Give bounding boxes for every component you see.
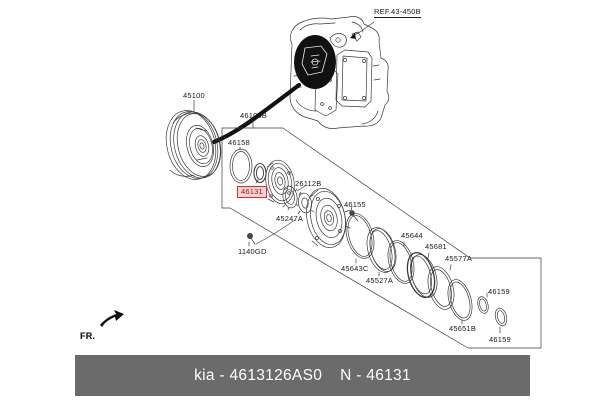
part-45247a-thrust-washer [282,185,299,209]
ring-stack [345,213,473,321]
part-46159-upper-ring [477,296,489,314]
label-1140gd: 1140GD [238,247,267,256]
label-45527a: 45527A [366,276,394,285]
part-46131-seal [253,162,267,184]
part-1140gd-bolt [247,233,256,245]
part-number-banner: kia - 4613126AS0 N - 46131 [75,355,530,396]
label-fr-orientation: FR. [80,331,96,341]
part-45577a-ring [427,266,455,310]
housing-leader-line [211,82,302,145]
detail-box-outline [221,127,542,349]
bell-housing-opening [294,35,336,89]
banner-brand-part: kia - 4613126AS0 [194,366,323,384]
label-45643c: 45643C [341,264,369,273]
part-45651b-ring [447,279,473,321]
label-46159-lower: 46159 [489,335,511,344]
part-45527a-ring [366,227,397,273]
label-45644: 45644 [401,231,423,240]
part-46158-oring [229,148,253,184]
label-ref-43-450b: REF.43-450B [374,7,421,18]
label-45681: 45681 [425,242,447,251]
part-26112b-pump-housing [265,159,295,205]
flywheel-drawing [165,110,222,180]
label-46159-upper: 46159 [488,287,510,296]
label-45651b: 45651B [449,324,477,333]
banner-node-part: N - 46131 [340,366,411,384]
label-46158: 46158 [228,138,250,147]
label-46131-highlighted[interactable]: 46131 [237,186,267,198]
label-45577a: 45577A [445,254,473,263]
label-46155: 46155 [344,200,366,209]
banner-text: kia - 4613126AS0 N - 46131 [194,367,411,385]
oil-pump-assembly [306,188,351,248]
label-45100: 45100 [183,91,205,100]
part-46159-lower-ring [494,307,508,327]
fr-direction-arrow [100,310,124,327]
part-45681-ring [406,251,438,299]
part-45643c-ring [345,213,375,259]
label-46100b: 46100B [240,111,268,120]
label-26112b: 26112B [295,179,322,188]
label-45247a: 45247A [276,214,304,223]
